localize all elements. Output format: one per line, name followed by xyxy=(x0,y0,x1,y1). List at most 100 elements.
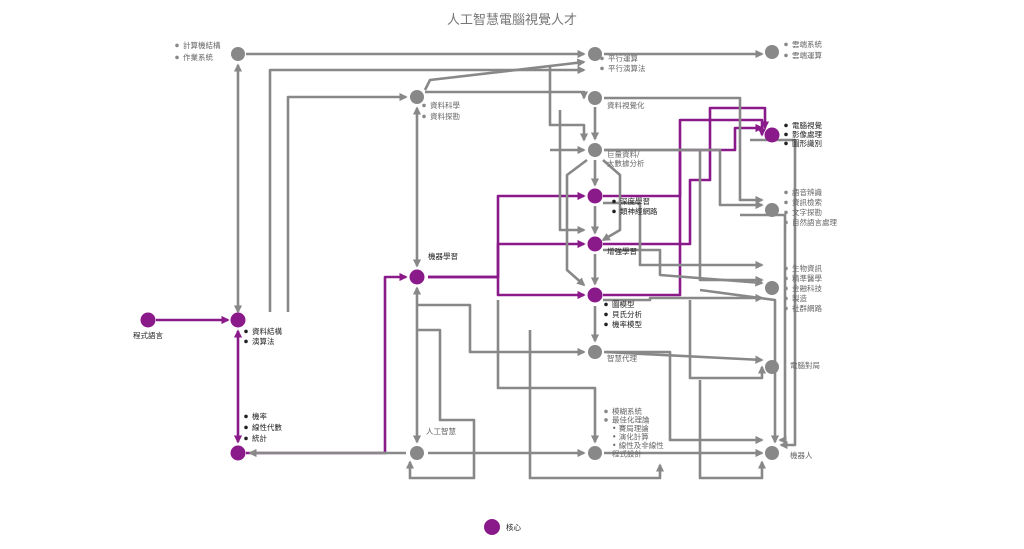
bullet-optimization-1 xyxy=(604,418,608,422)
label-applications-1: 精準醫學 xyxy=(792,273,822,283)
bullet-computer-vision-2 xyxy=(784,141,788,146)
edge-37 xyxy=(603,350,764,364)
label-graphical-models-0: 圖模型 xyxy=(612,299,635,309)
label-systems-1: 作業系統 xyxy=(183,52,213,62)
edge-44 xyxy=(528,330,665,480)
label-nlp-1: 資訊檢索 xyxy=(792,197,822,207)
label-graphical-models-2: 機率模型 xyxy=(612,319,642,329)
node-parallel xyxy=(588,47,602,61)
bullet-data-structures-0 xyxy=(244,329,248,334)
label-applications-4: 社群網路 xyxy=(792,303,822,313)
label-ai-0: 人工智慧 xyxy=(426,426,456,436)
bullet-applications-3 xyxy=(784,296,788,301)
label-applications-0: 生物資訊 xyxy=(792,263,822,273)
node-reinforcement xyxy=(587,236,603,252)
bullet-nlp-0 xyxy=(784,190,788,195)
label-reinforcement-0: 增強學習 xyxy=(607,246,637,256)
label-optimization-5: 程式設計 xyxy=(612,449,642,459)
label-graphical-models-1: 貝氏分析 xyxy=(612,309,642,319)
label-big-data-0: 巨量資料/ xyxy=(607,149,640,159)
bullet-data-science-1 xyxy=(422,114,426,119)
label-data-structures-1: 演算法 xyxy=(252,336,275,346)
edge-47 xyxy=(558,110,586,235)
legend-core-dot xyxy=(484,519,500,535)
label-data-science-1: 資料探勘 xyxy=(430,111,460,121)
nodes-layer xyxy=(140,45,780,461)
bullet-nlp-2 xyxy=(784,210,788,215)
edge-13 xyxy=(286,92,408,312)
bullet-data-structures-1 xyxy=(244,339,248,344)
label-optimization-3: • 演化計算 xyxy=(612,432,649,442)
label-programming-0: 程式語言 xyxy=(133,330,163,340)
node-nlp xyxy=(765,203,779,217)
node-visualization xyxy=(588,91,602,105)
edge-39 xyxy=(688,300,767,380)
edge-34 xyxy=(603,293,764,303)
label-computer-vision-1: 影像處理 xyxy=(792,129,822,139)
bullet-applications-0 xyxy=(784,266,788,271)
edge-26 xyxy=(548,66,589,142)
bullet-deep-learning-1 xyxy=(612,209,616,214)
node-deep-learning xyxy=(587,188,603,204)
node-computer-vision xyxy=(764,127,780,143)
node-data-structures xyxy=(230,312,246,328)
label-computer-vision-0: 電腦視覺 xyxy=(792,120,822,130)
label-computer-vision-2: 圖形識別 xyxy=(792,138,822,148)
legend-core-label: 核心 xyxy=(506,522,521,532)
edge-42 xyxy=(699,288,780,444)
label-deep-learning-0: 深度學習 xyxy=(620,196,650,206)
bullet-math-0 xyxy=(244,414,248,419)
label-data-science-0: 資料科學 xyxy=(430,100,460,110)
label-agents-0: 智慧代理 xyxy=(607,353,637,363)
bullet-deep-learning-0 xyxy=(612,199,616,204)
node-robotics xyxy=(765,446,779,460)
bullet-graphical-models-0 xyxy=(604,302,608,307)
label-math-2: 統計 xyxy=(252,433,267,443)
label-robotics-0: 機器人 xyxy=(790,450,813,460)
bullet-graphical-models-2 xyxy=(604,322,608,327)
edge-19 xyxy=(423,58,586,91)
label-deep-learning-1: 類神經網路 xyxy=(620,206,658,216)
label-cloud-0: 雲端系統 xyxy=(792,39,822,49)
label-math-1: 線性代數 xyxy=(252,422,282,432)
label-parallel-0: 平行運算 xyxy=(608,53,638,63)
bullet-cloud-0 xyxy=(784,42,788,47)
node-applications xyxy=(765,281,779,295)
bullet-parallel-1 xyxy=(600,66,604,71)
bullet-nlp-3 xyxy=(784,220,788,225)
edge-43 xyxy=(496,300,600,444)
core-edge-7 xyxy=(603,106,770,246)
edge-22 xyxy=(604,96,764,205)
edge-12 xyxy=(268,65,586,312)
label-nlp-0: 語音辨識 xyxy=(792,187,822,197)
label-nlp-2: 文字探勘 xyxy=(792,207,822,217)
label-optimization-4: • 線性及非線性 xyxy=(612,440,664,450)
edge-20 xyxy=(425,90,589,100)
bullet-parallel-0 xyxy=(600,56,604,61)
label-games-0: 電腦對局 xyxy=(790,360,820,370)
label-applications-2: 金融科技 xyxy=(792,283,822,293)
edge-29 xyxy=(601,159,622,242)
node-machine-learning xyxy=(409,269,425,285)
node-agents xyxy=(588,345,602,359)
label-data-structures-0: 資料結構 xyxy=(252,326,282,336)
bullet-applications-4 xyxy=(784,306,788,311)
bullet-data-science-0 xyxy=(422,103,426,108)
node-data-science xyxy=(410,90,424,104)
bullet-computer-vision-1 xyxy=(784,132,788,137)
edge-28 xyxy=(565,158,588,287)
bullet-optimization-0 xyxy=(604,409,608,414)
label-cloud-1: 雲端運算 xyxy=(792,50,822,60)
label-big-data-1: 大數據分析 xyxy=(607,158,645,168)
node-graphical-models xyxy=(587,287,603,303)
bullet-graphical-models-1 xyxy=(604,312,608,317)
edge-33 xyxy=(603,248,764,287)
bullet-systems-0 xyxy=(175,43,179,48)
bullet-cloud-1 xyxy=(784,53,788,58)
legend: 核心 xyxy=(484,519,521,535)
label-visualization-0: 資料視覺化 xyxy=(607,100,645,110)
label-systems-0: 計算機結構 xyxy=(183,40,221,50)
label-optimization-2: • 賽局理論 xyxy=(612,423,649,433)
